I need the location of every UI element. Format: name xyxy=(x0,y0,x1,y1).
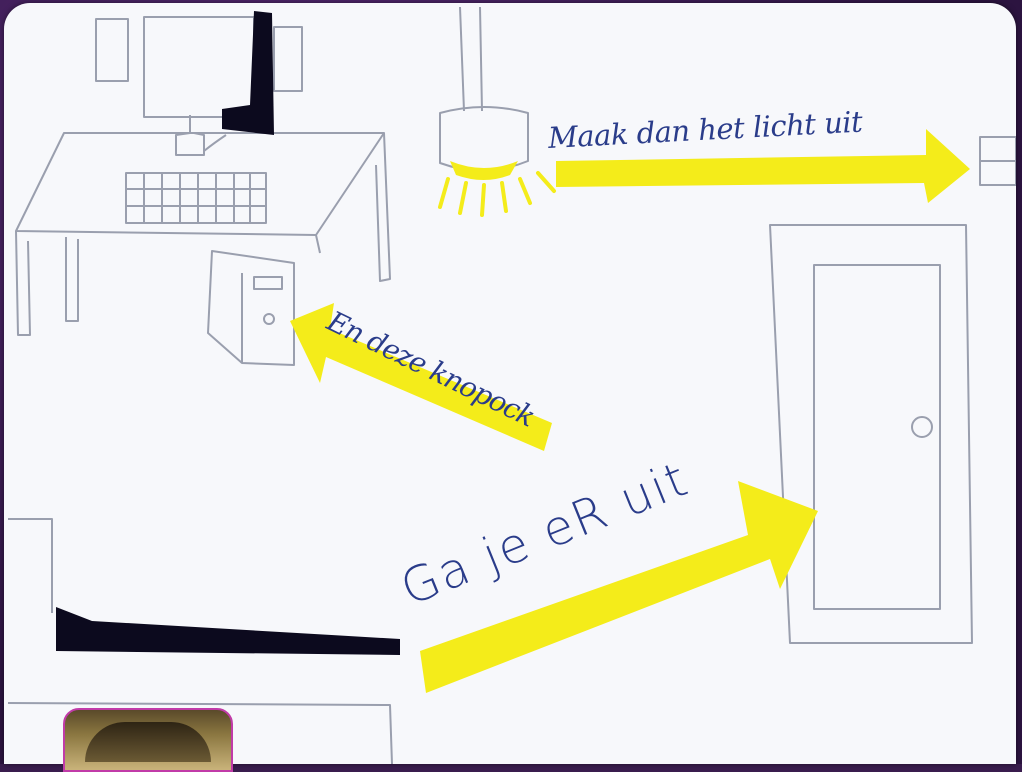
computer-tower xyxy=(208,251,294,365)
monitor xyxy=(144,17,254,117)
lamp-cord xyxy=(460,7,482,111)
lamp-rays xyxy=(440,173,554,215)
left-speaker xyxy=(96,19,128,81)
photo-thumbnail[interactable] xyxy=(63,708,233,772)
right-speaker xyxy=(274,27,302,91)
drawing-paper: Maak dan het licht uit En deze knopock G… xyxy=(4,3,1016,764)
monitor-stand xyxy=(176,115,204,155)
door-knob xyxy=(912,417,932,437)
thumbnail-image xyxy=(85,722,211,762)
desk-leg-left xyxy=(16,231,30,335)
drawing-canvas xyxy=(4,3,1016,764)
keyboard xyxy=(126,173,266,223)
bed-headboard xyxy=(8,519,52,613)
lamp-shade xyxy=(440,107,528,171)
marker-shape-monitor xyxy=(222,11,274,135)
desk-top xyxy=(16,133,384,235)
door-frame xyxy=(770,225,972,643)
marker-shape-bed xyxy=(56,607,400,655)
